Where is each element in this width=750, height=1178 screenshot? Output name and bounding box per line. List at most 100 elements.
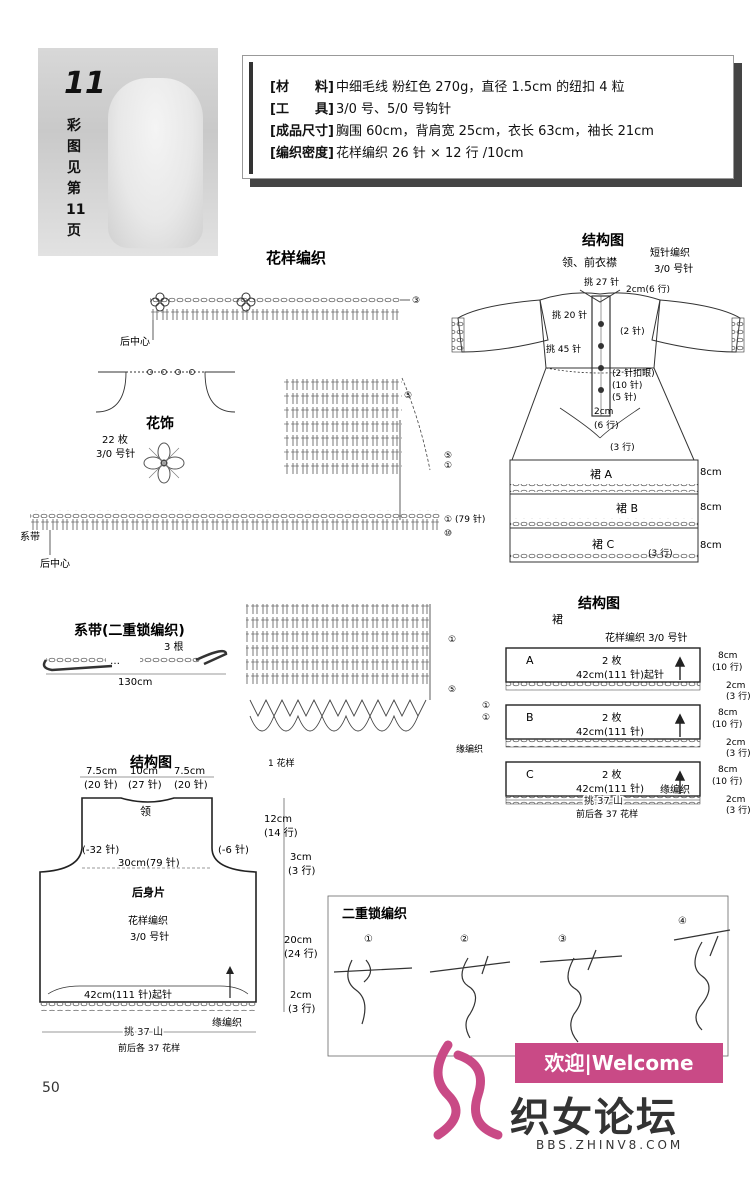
yoke-shape-small bbox=[95, 369, 236, 413]
back-center-label-2: 后中心 bbox=[40, 557, 70, 570]
project-photo-thumbnail bbox=[38, 48, 218, 256]
svg-text:前后各 37 花样: 前后各 37 花样 bbox=[576, 808, 638, 820]
specification-box bbox=[242, 55, 734, 179]
svg-text:二重锁编织: 二重锁编织 bbox=[342, 906, 407, 922]
svg-text:(-32 针): (-32 针) bbox=[82, 843, 119, 856]
svg-text:裙: 裙 bbox=[552, 613, 563, 626]
skirt-piece-edge bbox=[505, 681, 701, 691]
skirt-dim-rows: (10 行) bbox=[712, 718, 742, 730]
svg-text:10cm: 10cm bbox=[130, 766, 158, 777]
svg-text:缘编织: 缘编织 bbox=[212, 1016, 242, 1029]
spec-box-bar bbox=[249, 62, 253, 174]
svg-text:3cm: 3cm bbox=[290, 852, 312, 863]
svg-text:系带(二重锁编织): 系带(二重锁编织) bbox=[74, 622, 185, 639]
svg-text:(3 行): (3 行) bbox=[288, 1002, 315, 1015]
svg-text:裙 C: 裙 C bbox=[592, 538, 614, 551]
skirt-piece-name: A bbox=[526, 654, 534, 667]
svg-text:8cm: 8cm bbox=[700, 502, 722, 513]
svg-text:12cm: 12cm bbox=[264, 814, 292, 825]
svg-text:(3 行): (3 行) bbox=[648, 547, 673, 559]
svg-text:缘编织: 缘编织 bbox=[660, 783, 690, 796]
skirt-piece-edge bbox=[505, 738, 701, 748]
spec-gauge: [编织密度]花样编织 26 针 × 12 行 /10cm bbox=[270, 146, 524, 161]
svg-text:结构图: 结构图 bbox=[578, 595, 620, 612]
dress-structure-diagram: 结构图 领、前衣襟 短针编织 3/0 号针 裙 A 裙 B 裙 C 8cm 8c… bbox=[451, 232, 745, 563]
svg-text:3/0 号针: 3/0 号针 bbox=[654, 262, 693, 275]
svg-text:(20 针): (20 针) bbox=[174, 778, 208, 791]
svg-text:8cm: 8cm bbox=[700, 467, 722, 478]
skirt-dim-cm: 8cm bbox=[718, 651, 737, 661]
row-mark: ③ bbox=[412, 296, 420, 306]
skirt-dim-rows: (10 行) bbox=[712, 775, 742, 787]
skirt-dim-rows2: (3 行) bbox=[726, 804, 750, 816]
skirt-dim-rows: (10 行) bbox=[712, 661, 742, 673]
skirt-piece-start: 42cm(111 针)起针 bbox=[576, 668, 664, 681]
svg-text:(24 行): (24 行) bbox=[284, 947, 318, 960]
up-arrow-icon bbox=[674, 713, 686, 737]
svg-text:①: ① bbox=[444, 515, 452, 525]
skirt-dim-cm2: 2cm bbox=[726, 738, 745, 748]
svg-text:2cm: 2cm bbox=[594, 407, 613, 417]
svg-text:①: ① bbox=[448, 635, 456, 645]
svg-text:④: ④ bbox=[678, 916, 687, 927]
svg-text:(27 针): (27 针) bbox=[128, 778, 162, 791]
svg-text:挑 27 针: 挑 27 针 bbox=[584, 276, 619, 288]
forum-logo-icon bbox=[433, 1040, 503, 1140]
svg-text:⑤: ⑤ bbox=[448, 685, 456, 695]
svg-text:(10 针): (10 针) bbox=[612, 379, 642, 391]
skirt-piece-name: B bbox=[526, 711, 534, 724]
svg-text:3/0 号针: 3/0 号针 bbox=[130, 930, 169, 943]
svg-text:(3 行): (3 行) bbox=[610, 441, 635, 453]
one-pattern-label: 1 花样 bbox=[268, 757, 295, 769]
spec-size: [成品尺寸]胸围 60cm，背肩宽 25cm，衣长 63cm，袖长 21cm bbox=[270, 124, 654, 139]
svg-text:①: ① bbox=[444, 461, 452, 471]
skirt-dim-cm: 8cm bbox=[718, 708, 737, 718]
dress-photo bbox=[108, 78, 203, 248]
svg-text:挑 20 针: 挑 20 针 bbox=[552, 309, 587, 321]
svg-text:2cm: 2cm bbox=[290, 990, 312, 1001]
skirt-piece-start: 42cm(111 针) bbox=[576, 782, 644, 795]
svg-text:130cm: 130cm bbox=[118, 677, 152, 688]
skirt-dim-cm2: 2cm bbox=[726, 681, 745, 691]
back-center-label: 后中心 bbox=[120, 335, 150, 348]
svg-text:⑤: ⑤ bbox=[404, 391, 412, 401]
svg-text:(14 行): (14 行) bbox=[264, 826, 298, 839]
svg-text:后身片: 后身片 bbox=[132, 885, 165, 899]
svg-text:(2 针): (2 针) bbox=[620, 325, 645, 337]
svg-text:裙 A: 裙 A bbox=[590, 468, 612, 481]
svg-text:①: ① bbox=[482, 713, 490, 723]
svg-text:挑 37 山: 挑 37 山 bbox=[584, 794, 623, 807]
svg-text:领、前衣襟: 领、前衣襟 bbox=[562, 255, 617, 269]
svg-text:30cm(79 针): 30cm(79 针) bbox=[118, 856, 180, 869]
svg-text:结构图: 结构图 bbox=[582, 232, 624, 249]
see-color-page-note: 彩 图 见 第 11 页 bbox=[66, 118, 86, 239]
svg-text:花样编织 3/0 号针: 花样编织 3/0 号针 bbox=[605, 631, 687, 644]
skirt-dim-rows2: (3 行) bbox=[726, 747, 750, 759]
bodice-stitch-chart: ⑤ ⑤ ① bbox=[284, 377, 452, 520]
flower-diagram-icon bbox=[143, 442, 185, 484]
yoke-top-chart: ③ 后中心 bbox=[120, 292, 420, 348]
skirt-stitch-chart: ① ⑤ ① ① 1 花样 缘编织 bbox=[246, 604, 490, 769]
edging-label: 缘编织 bbox=[456, 743, 483, 755]
skirt-dim-cm2: 2cm bbox=[726, 795, 745, 805]
svg-text:…: … bbox=[110, 656, 120, 667]
spec-tools: [工 具]3/0 号、5/0 号钩针 bbox=[270, 102, 452, 117]
svg-text:2cm(6 行): 2cm(6 行) bbox=[626, 283, 670, 295]
svg-text:①: ① bbox=[482, 701, 490, 711]
svg-text:挑 37 山: 挑 37 山 bbox=[124, 1025, 163, 1038]
svg-text:8cm: 8cm bbox=[700, 540, 722, 551]
flower-motif-icon bbox=[150, 292, 170, 312]
back-piece-diagram: 结构图 7.5cm 10cm 7.5cm (20 针) (27 针) (20 针… bbox=[39, 754, 318, 1054]
svg-text:7.5cm: 7.5cm bbox=[174, 766, 205, 777]
svg-text:短针编织: 短针编织 bbox=[650, 246, 690, 259]
svg-text:(-6 针): (-6 针) bbox=[218, 843, 249, 856]
double-chain-diagram: 二重锁编织 ① ② ③ ④ bbox=[327, 895, 731, 1057]
waist-band-chart: ① (79 针) ⑩ 系带 后中心 bbox=[20, 510, 485, 570]
spec-material: [材 料]中细毛线 粉红色 270g，直径 1.5cm 的纽扣 4 粒 bbox=[270, 80, 625, 95]
skirt-dim-cm: 8cm bbox=[718, 765, 737, 775]
svg-text:裙 B: 裙 B bbox=[616, 502, 638, 515]
skirt-dim-rows2: (3 行) bbox=[726, 690, 750, 702]
svg-text:前后各 37 花样: 前后各 37 花样 bbox=[118, 1042, 180, 1054]
